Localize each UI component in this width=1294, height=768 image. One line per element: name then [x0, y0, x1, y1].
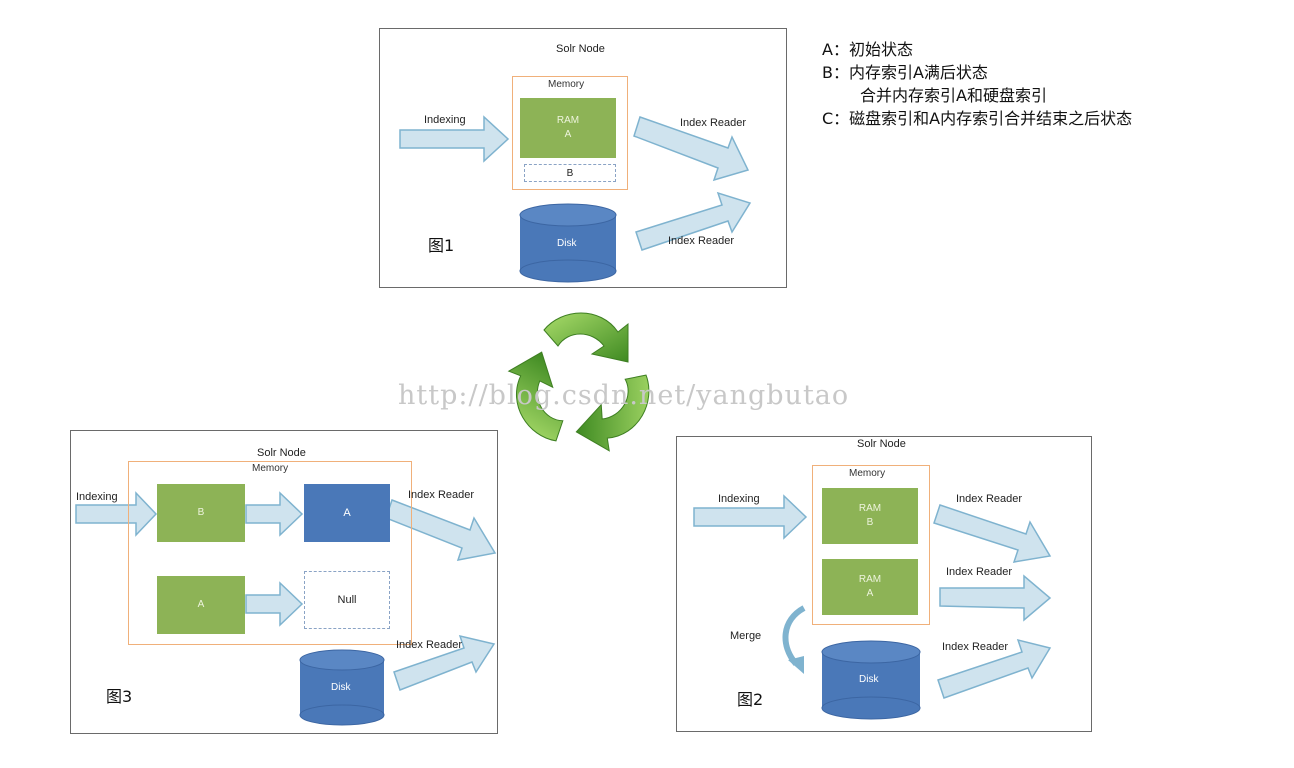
fig1-label: 图1: [428, 236, 455, 255]
fig3-box-b: B: [157, 484, 245, 542]
fig2-label: 图2: [737, 690, 764, 709]
fig2-disk-icon: [821, 640, 921, 720]
fig2-ram-a-line2: A: [866, 588, 874, 599]
fig2-reader-arrow-3: [937, 638, 1052, 699]
fig1-ram-a-line2: A: [564, 129, 572, 140]
fig1-disk-icon: [519, 203, 617, 283]
watermark-url: http://blog.csdn.net/yangbutao: [398, 380, 850, 411]
legend-c: C：磁盘索引和A内存索引合并结束之后状态: [822, 109, 1133, 128]
fig3-index-reader-lower: Index Reader: [396, 639, 463, 651]
fig2-indexing-label: Indexing: [718, 493, 760, 505]
fig3-disk-icon: [299, 649, 385, 726]
fig2-memory-label: Memory: [849, 468, 886, 479]
fig1-memory-label: Memory: [548, 79, 585, 90]
fig3-disk-label: Disk: [331, 682, 351, 693]
fig2-solr-node-title: Solr Node: [857, 438, 906, 450]
fig1-index-reader-lower: Index Reader: [668, 235, 735, 247]
fig3-indexing-arrow: [75, 491, 158, 537]
fig3-box-a-blue: A: [304, 484, 390, 542]
fig1-buffer-b: B: [524, 164, 616, 182]
fig3-a-to-null-arrow: [245, 581, 304, 627]
recycle-icon: [498, 312, 662, 457]
fig1-index-reader-upper: Index Reader: [680, 117, 747, 129]
fig2-index-reader-3: Index Reader: [942, 641, 1009, 653]
fig3-index-reader-upper: Index Reader: [408, 489, 475, 501]
fig2-index-reader-1: Index Reader: [956, 493, 1023, 505]
fig2-memory-box: [812, 465, 930, 625]
fig1-disk-label: Disk: [557, 238, 577, 249]
legend-b-detail: 合并内存索引A和硬盘索引: [860, 86, 1047, 105]
fig1-reader-arrow-lower: [635, 191, 752, 251]
fig2-indexing-arrow: [693, 494, 808, 540]
fig2-reader-arrow-2: [939, 574, 1052, 622]
fig1-reader-arrow-upper: [633, 116, 750, 182]
fig1-ram-a-block: RAM A: [520, 98, 616, 158]
fig3-panel: [70, 430, 498, 734]
fig2-merge-arrowhead: [788, 656, 804, 674]
fig1-solr-node-title: Solr Node: [556, 43, 605, 55]
fig2-ram-a-block: RAM A: [822, 559, 918, 615]
fig2-index-reader-2: Index Reader: [946, 566, 1013, 578]
legend-a: A：初始状态: [822, 40, 913, 59]
fig3-label: 图3: [106, 687, 133, 706]
legend-b: B：内存索引A满后状态: [822, 63, 988, 82]
fig3-indexing-label: Indexing: [76, 491, 118, 503]
fig1-indexing-label: Indexing: [424, 114, 466, 126]
fig3-memory-label: Memory: [252, 463, 289, 474]
fig1-memory-box: [512, 76, 628, 190]
fig1-indexing-arrow: [399, 115, 510, 163]
fig3-reader-arrow-upper: [385, 499, 497, 561]
fig2-ram-b-line2: B: [866, 517, 874, 528]
fig2-disk-label: Disk: [859, 674, 879, 685]
fig2-ram-b-line1: RAM: [858, 503, 882, 514]
fig2-merge-label: Merge: [730, 630, 762, 642]
fig1-ram-a-line1: RAM: [556, 115, 580, 126]
fig3-null-box: Null: [304, 571, 390, 629]
fig2-ram-a-line1: RAM: [858, 574, 882, 585]
legend: A：初始状态 B：内存索引A满后状态 合并内存索引A和硬盘索引 C：磁盘索引和A…: [822, 38, 1132, 130]
fig2-reader-arrow-1: [933, 504, 1052, 563]
fig3-reader-arrow-lower: [393, 634, 496, 691]
fig3-memory-box: [128, 461, 412, 645]
fig2-merge-arrow: [782, 605, 806, 666]
fig1-panel: [379, 28, 787, 288]
fig2-ram-b-block: RAM B: [822, 488, 918, 544]
fig3-b-to-a-arrow: [245, 491, 304, 537]
fig2-panel: [676, 436, 1092, 732]
fig3-box-a-green: A: [157, 576, 245, 634]
fig3-solr-node-title: Solr Node: [257, 447, 306, 459]
